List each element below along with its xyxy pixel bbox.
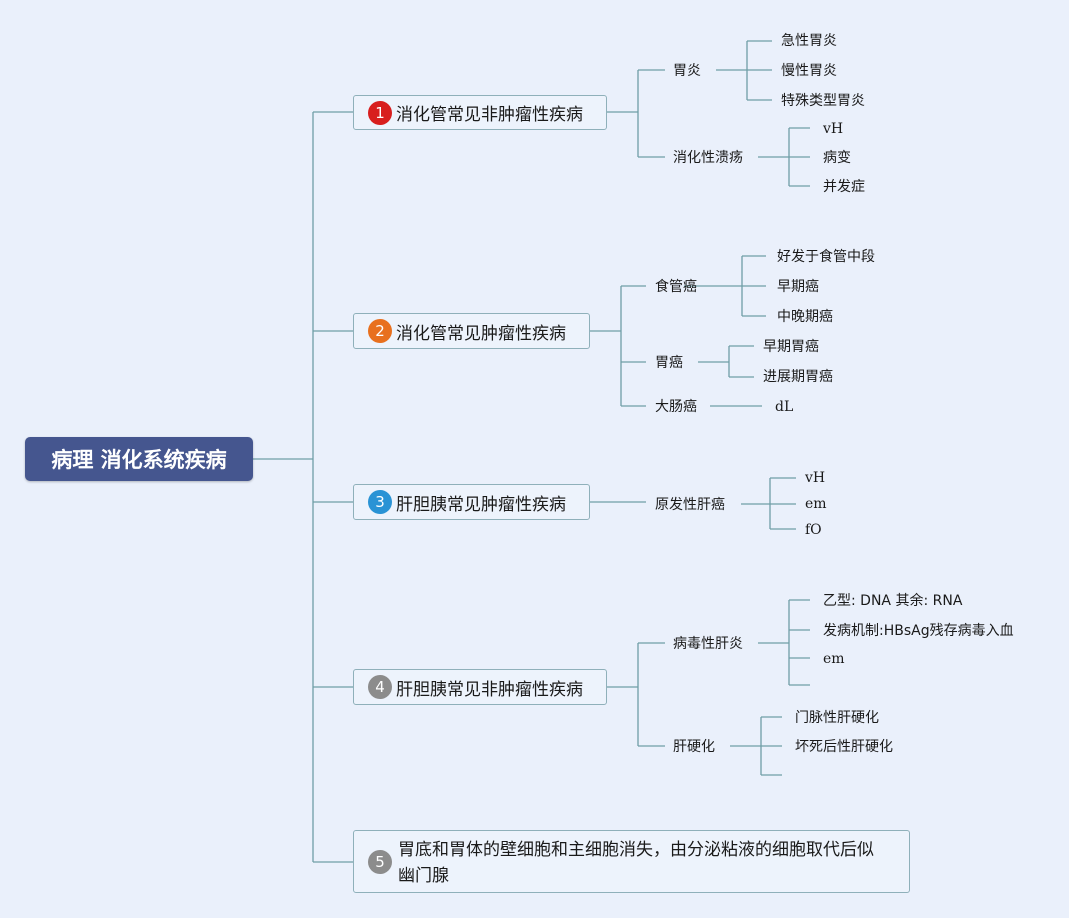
topic-chronic-gastritis[interactable]: 慢性胃炎 <box>781 63 837 79</box>
topic-liver-fo[interactable]: fO <box>805 522 822 538</box>
topic-ulcer-complication[interactable]: 并发症 <box>823 179 865 195</box>
topic-portal-cirrhosis[interactable]: 门脉性肝硬化 <box>795 710 879 726</box>
topic-viral-hepatitis[interactable]: 病毒性肝炎 <box>673 636 743 652</box>
branch-title: 肝胆胰常见肿瘤性疾病 <box>396 494 566 515</box>
topic-esophageal-mid[interactable]: 好发于食管中段 <box>777 249 875 265</box>
branch-2[interactable]: 2 消化管常见肿瘤性疾病 <box>353 313 590 349</box>
branch-1[interactable]: 1 消化管常见非肿瘤性疾病 <box>353 95 607 130</box>
branch-4[interactable]: 4 肝胆胰常见非肿瘤性疾病 <box>353 669 607 705</box>
topic-gastric-cancer[interactable]: 胃癌 <box>655 355 683 371</box>
number-badge-icon: 5 <box>368 850 392 874</box>
branch-3[interactable]: 3 肝胆胰常见肿瘤性疾病 <box>353 484 590 520</box>
topic-hepatitis-type[interactable]: 乙型: DNA 其余: RNA <box>823 593 963 609</box>
number-badge-icon: 4 <box>368 675 392 699</box>
number-badge-icon: 3 <box>368 490 392 514</box>
topic-colorectal-dl[interactable]: dL <box>775 399 794 415</box>
topic-advanced-cancer[interactable]: 中晚期癌 <box>777 309 833 325</box>
topic-liver-em[interactable]: em <box>805 496 827 512</box>
branch-title: 肝胆胰常见非肿瘤性疾病 <box>396 679 583 700</box>
topic-postnecrotic-cirrhosis[interactable]: 坏死后性肝硬化 <box>795 739 893 755</box>
topic-cirrhosis[interactable]: 肝硬化 <box>673 739 715 755</box>
branch-title: 胃底和胃体的壁细胞和主细胞消失，由分泌粘液的细胞取代后似幽门腺 <box>398 840 874 886</box>
topic-primary-liver-cancer[interactable]: 原发性肝癌 <box>655 497 725 513</box>
topic-advanced-gastric[interactable]: 进展期胃癌 <box>763 369 833 385</box>
number-badge-icon: 1 <box>368 100 392 125</box>
topic-peptic-ulcer[interactable]: 消化性溃疡 <box>673 150 743 166</box>
topic-ulcer-lesion[interactable]: 病变 <box>823 150 851 166</box>
topic-gastritis[interactable]: 胃炎 <box>673 63 701 79</box>
topic-ulcer-vh[interactable]: vH <box>823 121 844 137</box>
topic-acute-gastritis[interactable]: 急性胃炎 <box>781 33 837 49</box>
topic-hepatitis-mechanism[interactable]: 发病机制:HBsAg残存病毒入血 <box>823 623 1014 639</box>
topic-early-gastric[interactable]: 早期胃癌 <box>763 339 819 355</box>
topic-liver-vh[interactable]: vH <box>805 470 826 486</box>
root-topic[interactable]: 病理 消化系统疾病 <box>25 437 253 481</box>
branch-title: 消化管常见肿瘤性疾病 <box>396 323 566 344</box>
topic-esophageal-cancer[interactable]: 食管癌 <box>655 279 697 295</box>
number-badge-icon: 2 <box>368 319 392 343</box>
topic-early-cancer[interactable]: 早期癌 <box>777 279 819 295</box>
topic-hepatitis-em[interactable]: em <box>823 651 845 667</box>
root-title: 病理 消化系统疾病 <box>51 448 227 472</box>
topic-colorectal-cancer[interactable]: 大肠癌 <box>655 399 697 415</box>
branch-title: 消化管常见非肿瘤性疾病 <box>396 105 583 125</box>
topic-special-gastritis[interactable]: 特殊类型胃炎 <box>781 93 865 109</box>
branch-5[interactable]: 5 胃底和胃体的壁细胞和主细胞消失，由分泌粘液的细胞取代后似幽门腺 <box>353 830 910 893</box>
